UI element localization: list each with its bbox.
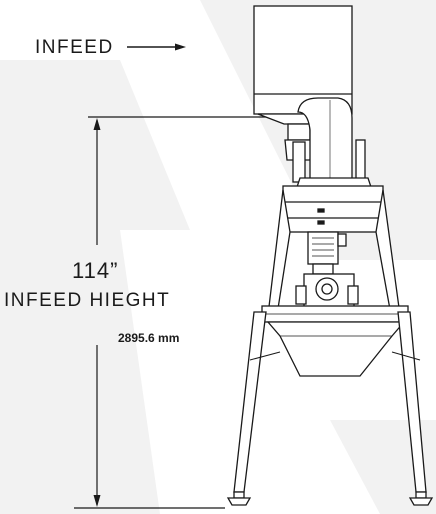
infeed-label: INFEED <box>35 37 114 58</box>
machine <box>226 5 434 506</box>
left-leg <box>233 311 267 493</box>
infeed-hopper <box>253 5 353 115</box>
height-value: 114” <box>72 258 119 283</box>
height-dimension <box>74 116 270 509</box>
height-caption: INFEED HIEGHT <box>4 290 171 311</box>
height-metric: 2895.6 mm <box>118 331 180 345</box>
motor <box>307 231 339 265</box>
infeed-arrow <box>127 43 186 51</box>
grinder-housing <box>282 185 384 233</box>
